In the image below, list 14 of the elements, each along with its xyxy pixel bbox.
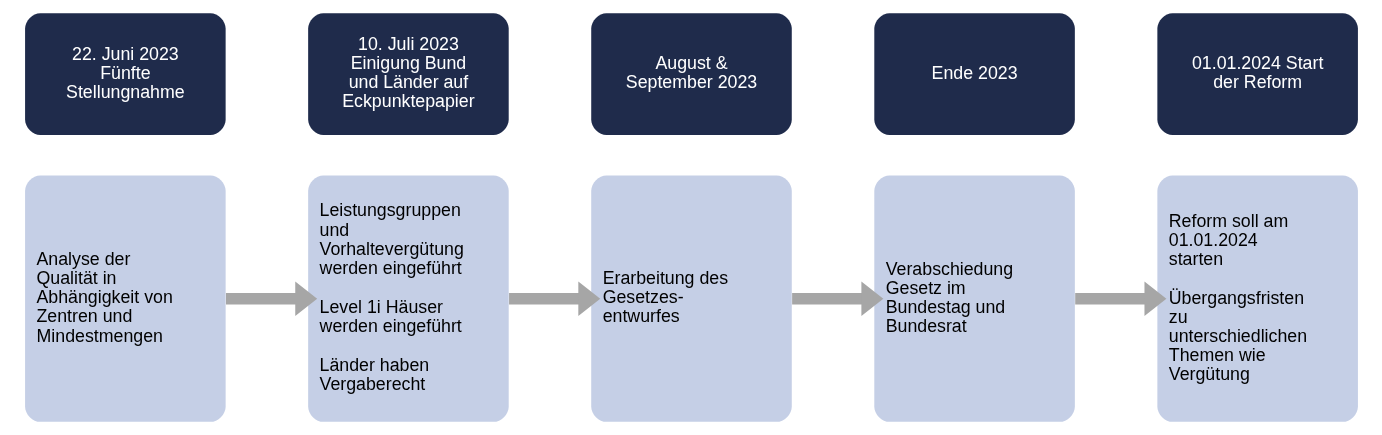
arrow (508, 281, 600, 316)
node-box: 01.01.2024 Start der Reform (1156, 13, 1358, 135)
arrow (791, 281, 883, 316)
arrow (1074, 281, 1166, 316)
node-box: Erarbeitung des Gesetzes-entwurfes (590, 175, 792, 422)
node-box: Reform soll am 01.01.2024 starten Übergangsfristen zu unterschiedlichen Themen wie Vergütung (1156, 175, 1358, 422)
node-box: Leistungsgruppen und Vorhaltevergütung werden eingeführt Level 1i Häuser werden eingeführt Länder haben Vergaberecht (307, 175, 509, 422)
node-box: 10. Juli 2023 Einigung Bund und Länder auf Eckpunktepapier (307, 13, 509, 135)
node-box: Verabschiedung Gesetz im Bundestag und Bundesrat (873, 175, 1075, 422)
node-box: Analyse der Qualität in Abhängigkeit von Zentren und Mindestmengen (24, 175, 226, 422)
node-box: August & September 2023 (590, 13, 792, 135)
arrow (225, 281, 317, 316)
node-box: 22. Juni 2023 Fünfte Stellungnahme (24, 13, 226, 135)
node-box: Ende 2023 (873, 13, 1075, 135)
